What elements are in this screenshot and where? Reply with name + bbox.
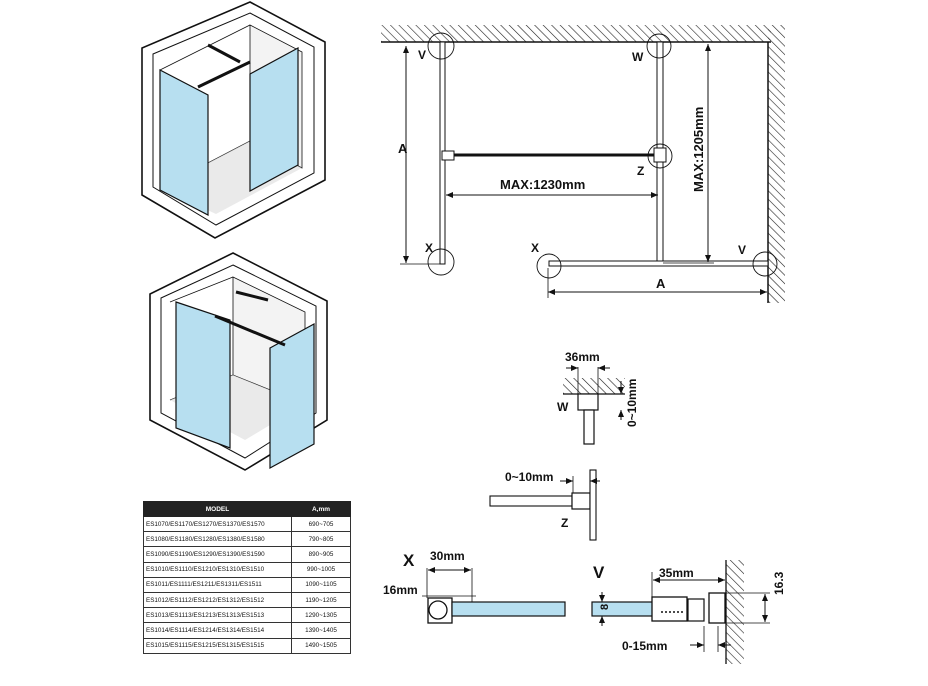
support-bar-2 <box>214 314 286 347</box>
support-bar <box>207 43 241 64</box>
a-cell: 1490~1505 <box>291 637 351 654</box>
iso-view-bottom <box>149 252 328 471</box>
label-z: Z <box>637 164 644 178</box>
v-detail-height: 16.3 <box>772 571 786 595</box>
label-x-right: X <box>531 241 539 255</box>
model-cell: ES1013/ES1113/ES1213/ES1313/ES1513 <box>143 607 292 624</box>
model-cell: ES1080/ES1180/ES1280/ES1380/ES1580 <box>143 531 292 548</box>
a-cell: 890~905 <box>291 546 351 563</box>
label-w: W <box>632 50 644 64</box>
w-detail-label: W <box>557 400 569 414</box>
w-detail-width: 36mm <box>565 350 600 364</box>
v-detail-gap: 0-15mm <box>622 639 667 653</box>
dim-a-vertical: A <box>398 141 408 156</box>
a-cell: 1090~1105 <box>291 576 351 593</box>
dim-a-horizontal: A <box>656 276 666 291</box>
x-detail <box>422 567 566 624</box>
label-v-top: V <box>418 48 426 62</box>
z-detail-gap: 0~10mm <box>505 470 553 484</box>
model-table: MODEL A,mm ES1070/ES1170/ES1270/ES1370/E… <box>143 501 351 654</box>
header-a: A,mm <box>291 501 351 517</box>
model-cell: ES1012/ES1112/ES1212/ES1312/ES1512 <box>143 591 292 609</box>
header-model: MODEL <box>143 501 292 517</box>
w-detail <box>563 365 625 445</box>
dim-max-depth: MAX:1205mm <box>691 107 706 192</box>
model-cell: ES1015/ES1115/ES1215/ES1315/ES1515 <box>143 637 292 654</box>
label-x-left: X <box>425 241 433 255</box>
glass-panel-right <box>249 46 299 193</box>
glass-panel-left <box>159 69 209 216</box>
a-cell: 1190~1205 <box>291 591 351 609</box>
w-detail-gap: 0~10mm <box>625 379 639 427</box>
v-detail-width: 35mm <box>659 566 694 580</box>
model-cell: ES1090/ES1190/ES1290/ES1390/ES1590 <box>143 546 292 563</box>
glass-panel-left-2 <box>175 301 231 449</box>
model-cell: ES1070/ES1170/ES1270/ES1370/ES1570 <box>143 515 292 533</box>
v-detail-glass: 8 <box>599 604 611 610</box>
v-detail <box>591 560 770 664</box>
a-cell: 1390~1405 <box>291 622 351 639</box>
a-cell: 990~1005 <box>291 561 351 578</box>
model-cell: ES1011/ES1111/ES1211/ES1311/ES1511 <box>143 576 292 593</box>
model-cell: ES1010/ES1110/ES1210/ES1310/ES1510 <box>143 561 292 578</box>
z-detail <box>489 469 600 541</box>
x-detail-title: X <box>403 551 415 570</box>
a-cell: 790~805 <box>291 531 351 548</box>
dim-max-width: MAX:1230mm <box>500 177 585 192</box>
model-cell: ES1014/ES1114/ES1214/ES1314/ES1514 <box>143 622 292 639</box>
label-v-right: V <box>738 243 746 257</box>
glass-panel-right-2 <box>269 322 315 470</box>
z-detail-label: Z <box>561 516 568 530</box>
a-cell: 1290~1305 <box>291 607 351 624</box>
v-detail-title: V <box>593 563 605 582</box>
iso-view-top <box>141 1 326 239</box>
a-cell: 690~705 <box>291 515 351 533</box>
x-detail-width: 30mm <box>430 549 465 563</box>
x-detail-height: 16mm <box>383 583 418 597</box>
plan-view <box>381 25 785 303</box>
